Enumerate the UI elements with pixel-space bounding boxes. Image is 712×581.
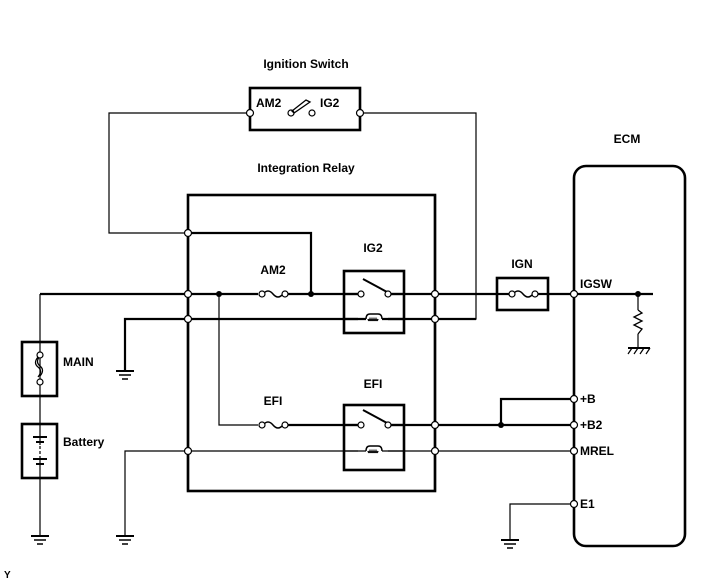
relay-coil-icon [365, 445, 383, 454]
integration-relay-label: Integration Relay [257, 161, 355, 175]
main-fuse-box [20, 340, 59, 398]
wire-am2-switch [108, 112, 250, 234]
ecm-pin-mrel: MREL [580, 444, 614, 458]
figure-code: Y [4, 570, 11, 581]
efi-relay: EFI [342, 377, 406, 472]
battery-label: Battery [63, 435, 105, 449]
main-fuse-label: MAIN [63, 355, 94, 369]
efi-fuse-label: EFI [264, 394, 283, 408]
battery-icon [33, 436, 47, 465]
wire-e1-ground [509, 503, 574, 540]
ecm: ECM IGSW +B +B2 MREL E1 [569, 132, 687, 548]
relay-contact-icon [362, 278, 388, 293]
ecm-pin-plus-b2: +B2 [580, 418, 603, 432]
ground-icon [116, 535, 134, 545]
ecm-pin-e1: E1 [580, 497, 595, 511]
ground-icon [31, 535, 49, 545]
relay-coil-icon [365, 313, 383, 322]
ign-fuse: IGN [495, 257, 550, 312]
ignition-switch-am2-label: AM2 [256, 96, 282, 110]
ignition-switch-ig2-label: IG2 [320, 96, 340, 110]
ig2-relay-box [342, 269, 406, 335]
wire-efi-coil-ground [124, 450, 358, 535]
ig2-relay: IG2 [342, 241, 406, 335]
ground-icon [116, 370, 134, 380]
wires [39, 112, 653, 540]
main-fuse: MAIN [20, 340, 94, 398]
ignition-switch: Ignition Switch AM2 IG2 [248, 57, 362, 132]
fuse-icon [262, 421, 284, 429]
wire-ig2-switch [360, 112, 477, 320]
wire-am2-feed [188, 231, 313, 294]
wire-ig2-coil-ground [123, 317, 358, 370]
ecm-pin-plus-b: +B [580, 392, 596, 406]
resistor-icon [632, 309, 644, 335]
ignition-switch-label: Ignition Switch [263, 57, 348, 71]
junction-dots [216, 291, 641, 428]
ground-icon [501, 539, 519, 549]
fuse-icon [262, 290, 284, 298]
ecm-box [572, 164, 687, 548]
ignition-switch-contact-icon [287, 99, 316, 117]
efi-relay-box [342, 403, 406, 472]
relay-contact-icon [362, 409, 388, 424]
ig2-relay-label: IG2 [363, 241, 383, 255]
fuse-link-icon [34, 355, 44, 378]
battery: Battery [20, 422, 105, 480]
efi-relay-label: EFI [364, 377, 383, 391]
am2-fuse-label: AM2 [260, 263, 286, 277]
ecm-label: ECM [614, 132, 641, 146]
igsw-pulldown-resistor [627, 309, 651, 355]
ign-fuse-label: IGN [511, 257, 532, 271]
ecm-pin-igsw: IGSW [580, 277, 613, 291]
efi-fuse: EFI [258, 394, 289, 429]
relay-terminals [183, 108, 440, 456]
battery-box [20, 422, 59, 480]
wire-efi-feed [218, 294, 258, 426]
chassis-ground-icon [627, 347, 651, 355]
wire-plus-b [499, 397, 574, 425]
am2-fuse: AM2 [258, 263, 289, 298]
fuse-icon [512, 290, 534, 298]
